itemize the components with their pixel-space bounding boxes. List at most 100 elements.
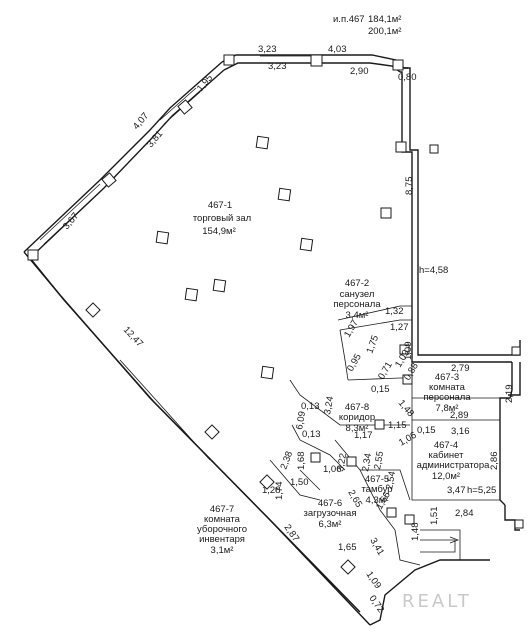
room-id: 467-4 (434, 440, 458, 451)
dimension-label: 3,23 (258, 44, 277, 55)
dimension-label: 0,15 (417, 425, 436, 436)
dimension-label: 2,38 (278, 450, 295, 471)
dimension-label: 0,13 (302, 429, 321, 440)
dimension-label: 1,48 (410, 523, 421, 542)
dimension-label: 2,55 (372, 450, 386, 470)
dimension-label: 3,41 (367, 536, 386, 558)
dimension-label: 0,13 (301, 401, 320, 412)
dimension-label: 1,51 (429, 507, 440, 526)
columns (27, 54, 524, 575)
dimension-label: 1,75 (364, 334, 381, 355)
dimension-label: 0,95 (345, 352, 364, 374)
dimension-label: 1,15 (388, 420, 407, 431)
height-label: h=5,25 (467, 485, 496, 496)
dimension-label: 4,03 (328, 44, 347, 55)
room-id: 467-2 (345, 278, 369, 289)
room-area: 8,3м² (346, 423, 369, 434)
room-467-7: 467-7 комната уборочного инвентаря 3,1м² (197, 504, 247, 556)
room-name-2: администратора (417, 460, 490, 471)
dimension-label: 6,09 (294, 410, 308, 430)
room-name-2: персонала (333, 299, 381, 310)
room-area: 154,9м² (202, 226, 235, 237)
room-name-2: персонала (423, 392, 471, 403)
room-area: 3,1м² (211, 545, 234, 556)
dimension-label: 2,87 (282, 522, 302, 543)
dimension-label: 1,65 (338, 542, 357, 553)
room-name: кабинет (429, 450, 465, 461)
room-id: 467-5 (365, 474, 389, 485)
dimension-label: 2,34 (360, 452, 374, 472)
dimension-label: 1,74 (274, 482, 285, 501)
room-467-1: 467-1 торговый зал 154,9м² (193, 200, 251, 237)
dimension-label: 1,06 (323, 464, 342, 475)
header-area-1: 184,1м² (368, 14, 401, 25)
outer-walls (23, 54, 521, 626)
room-area: 6,3м² (319, 519, 342, 530)
dimension-label: 2,79 (451, 363, 470, 374)
room-name-3: инвентаря (199, 534, 245, 545)
dimension-label: 1,09 (364, 569, 384, 590)
dimension-label: 2,89 (450, 410, 469, 421)
partitions (269, 305, 500, 566)
dimension-label: 1,09 (403, 342, 414, 361)
room-id: 467-1 (208, 200, 232, 211)
dimension-label: 1,68 (296, 452, 307, 471)
dimension-label: 2,19 (504, 385, 515, 404)
dimension-label: 1,97 (342, 318, 361, 340)
dimension-label: 1,48 (396, 398, 416, 419)
dimension-label: 3,47 (447, 485, 466, 496)
dimension-label: 2,90 (350, 66, 369, 77)
room-area: 4,3м² (366, 495, 389, 506)
dimension-label: 1,17 (354, 430, 373, 441)
room-name: коридор (339, 412, 375, 423)
dimension-label: 1,28 (262, 485, 281, 496)
dimension-label: 0,80 (398, 72, 417, 83)
dimension-label: 2,84 (455, 508, 474, 519)
room-467-8: 467-8 коридор 8,3м² (339, 402, 375, 434)
room-467-6: 467-6 загрузочная 6,3м² (304, 498, 357, 530)
room-area: 7,8м² (436, 403, 459, 414)
header-label: и.п.467 (333, 14, 365, 25)
room-area: 3,4м² (346, 310, 369, 321)
dimension-label: 12,47 (121, 325, 145, 350)
dimension-label: 2,86 (489, 452, 500, 471)
watermark-logo: REALT (402, 591, 472, 612)
dimension-label: 1,27 (390, 322, 409, 333)
room-name: загрузочная (304, 508, 357, 519)
dimension-label: 3,24 (322, 395, 336, 415)
room-id: 467-6 (318, 498, 342, 509)
dimension-label: 1,95 (195, 73, 215, 94)
room-name: тамбур (361, 484, 392, 495)
room-name: санузел (340, 289, 375, 300)
dimension-label: 3,23 (268, 61, 287, 72)
dimension-label: 0,15 (371, 384, 390, 395)
room-467-4: 467-4 кабинет администратора 12,0м² (417, 440, 490, 482)
dimension-label: 4,07 (131, 111, 151, 132)
dimension-label: 3,22 (335, 452, 349, 472)
header-area-2: 200,1м² (368, 26, 401, 37)
dimension-label: 1,32 (385, 306, 404, 317)
room-name: торговый зал (193, 213, 251, 224)
dimension-label: 1,06 (397, 430, 419, 449)
room-name-2: уборочного (197, 524, 247, 535)
room-id: 467-7 (210, 504, 234, 515)
dimension-label: 1,50 (290, 477, 309, 488)
header: и.п.467 184,1м² 200,1м² (333, 14, 401, 37)
room-name: комната (204, 514, 241, 525)
room-name: комната (429, 382, 466, 393)
dimension-label: 0,72 (367, 593, 387, 614)
room-467-3: 467-3 комната персонала 7,8м² (423, 372, 471, 414)
room-id: 467-3 (435, 372, 459, 383)
room-467-2: 467-2 санузел персонала 3,4м² (333, 278, 381, 321)
room-area: 12,0м² (432, 471, 460, 482)
windows (39, 55, 320, 461)
room-id: 467-8 (345, 402, 369, 413)
dimension-label: 2,54 (384, 470, 398, 490)
dimension-label: 3,16 (451, 426, 470, 437)
height-label: h=4,58 (419, 265, 448, 276)
room-467-5: 467-5 тамбур 4,3м² (361, 474, 392, 506)
dimension-label: 8,75 (404, 177, 415, 196)
dimensions: 3,23 3,23 4,03 2,90 0,80 1,95 4,07 3,81 … (61, 44, 515, 615)
